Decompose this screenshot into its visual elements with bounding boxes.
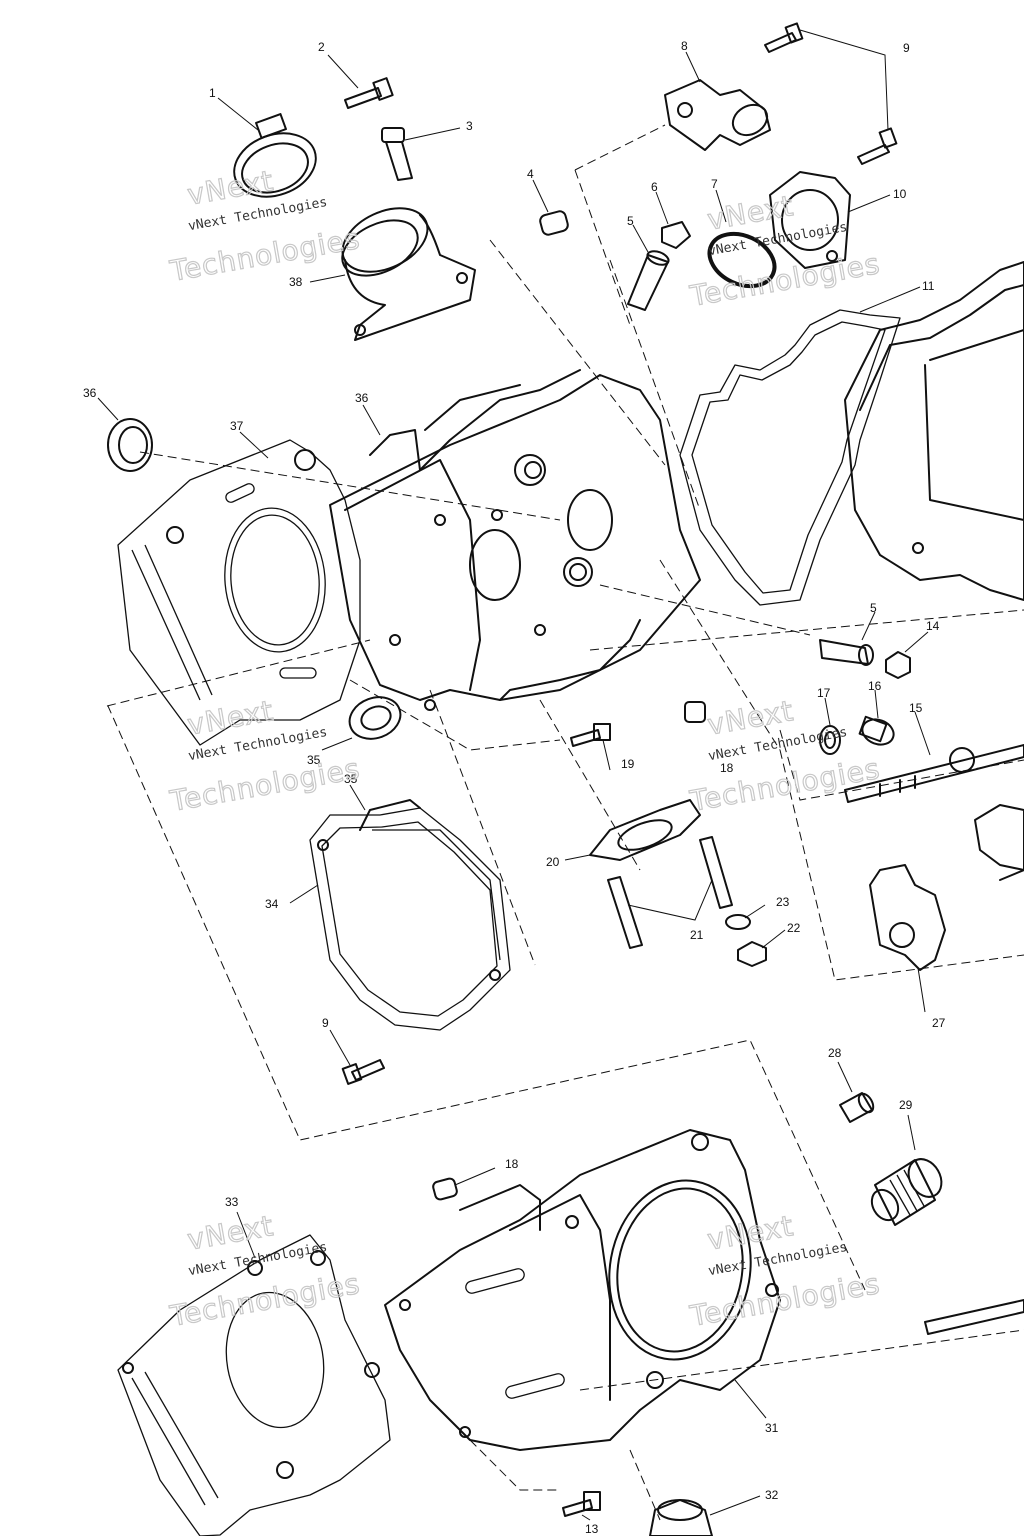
part-fitting-32 [649,1499,713,1536]
callout-labels: 1 2 3 4 5 6 7 8 9 10 11 36 37 36 38 5 14… [83,39,946,1536]
part-water-fitting [870,1158,943,1226]
callout-9b: 9 [322,1016,329,1030]
callout-35b: 35 [344,772,358,786]
part-bolts-9 [341,22,898,1085]
watermarks: vNext vNext Technologies Technologies vN… [166,164,883,1334]
callout-37: 37 [230,419,244,433]
part-valve-guide-lower [819,639,874,666]
part-seal-6 [661,221,691,249]
part-cover-gasket [679,309,901,606]
callout-18b: 18 [505,1157,519,1171]
part-bolt-19 [570,723,611,747]
part-dowel-28 [839,1092,875,1123]
part-valve-guide-top [627,250,670,311]
callout-20: 20 [546,855,560,869]
callout-14: 14 [926,619,940,633]
callout-27: 27 [932,1016,946,1030]
svg-text:vNext: vNext [705,694,796,742]
callout-19: 19 [621,757,635,771]
callout-23: 23 [776,895,790,909]
callout-11: 11 [922,279,935,293]
callout-33: 33 [225,1195,239,1209]
part-stud-15 [844,744,1024,803]
part-studs-21 [607,836,733,949]
callout-8: 8 [681,39,688,53]
part-head-gasket-37 [117,439,361,746]
callout-34: 34 [265,897,279,911]
part-intake-boot [341,207,476,341]
callout-9: 9 [903,41,910,55]
part-stud-lower-right [924,1299,1024,1335]
svg-text:vNext: vNext [185,164,276,212]
part-dowel-4 [539,210,569,236]
part-washer-17 [819,725,841,755]
part-dowel-18 [684,701,706,723]
watermark-6: vNext vNext Technologies Technologies [686,1209,883,1334]
part-cylinder-head [329,369,701,711]
callout-10: 10 [893,187,907,201]
callout-38: 38 [289,275,303,289]
part-oil-seal-36 [107,418,153,472]
callout-32: 32 [765,1488,779,1502]
callout-5b: 5 [870,601,877,615]
callout-3: 3 [466,119,473,133]
part-bolt-13 [562,1491,601,1517]
callout-35: 35 [307,753,321,767]
callout-31: 31 [765,1421,779,1435]
part-thermostat-housing [769,171,851,269]
callout-13: 13 [585,1522,599,1536]
callout-6: 6 [651,180,658,194]
part-exhaust-gasket [589,799,701,861]
part-bolt-2 [344,77,394,109]
leader-lines [97,29,931,1521]
part-valve-cover [844,261,1024,601]
part-nut-22 [737,941,767,967]
watermark-2: vNext vNext Technologies Technologies [686,189,883,314]
callout-21: 21 [690,928,704,942]
callout-36: 36 [83,386,97,400]
callout-15: 15 [909,701,923,715]
svg-text:vNext: vNext [705,1209,796,1257]
part-base-gasket-34 [309,799,511,1031]
svg-text:vNext: vNext [185,1209,276,1257]
part-nut-14 [885,651,911,679]
part-plug-16 [858,715,895,746]
part-water-elbow [664,79,771,151]
callout-1: 1 [209,86,216,100]
callout-4: 4 [527,167,534,181]
callout-18: 18 [720,761,734,775]
watermark-4: vNext vNext Technologies Technologies [686,694,883,819]
callout-17: 17 [817,686,831,700]
callout-2: 2 [318,40,325,54]
callout-7: 7 [711,177,718,191]
part-rocker-support [869,804,1024,971]
part-o-ring [707,231,777,289]
part-oil-seal-35 [348,696,402,740]
callout-29: 29 [899,1098,913,1112]
watermark-1: vNext vNext Technologies Technologies [166,164,363,289]
callout-22: 22 [787,921,801,935]
part-bolt-3 [381,127,413,181]
callout-36b: 36 [355,391,369,405]
callout-16: 16 [868,679,882,693]
callout-28: 28 [828,1046,842,1060]
assembly-lines [106,124,1024,1521]
watermark-3: vNext vNext Technologies Technologies [166,694,363,819]
part-dowel-18-lower [432,1177,458,1201]
part-cylinder [384,1129,781,1451]
svg-text:vNext: vNext [185,694,276,742]
part-clamp [233,113,317,198]
callout-5: 5 [627,214,634,228]
part-lock-washer [725,914,751,930]
